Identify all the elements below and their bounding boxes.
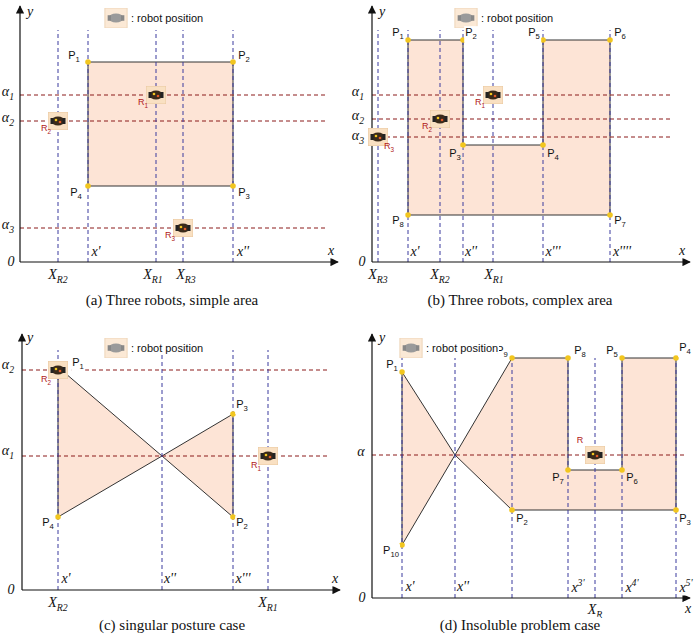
vertex-label: P2 [515,512,529,528]
axis-label: y [378,330,386,345]
axis-label: x'' [464,244,478,259]
legend-text: : robot position [480,12,554,24]
vertex-label: P4 [69,186,83,202]
axis-label: x4' [624,578,639,595]
axis-label: α [356,444,365,459]
axis-label: XR2 [47,595,68,614]
vertex-label: P3 [237,186,251,202]
panel-caption: (c) singular posture case [98,617,246,634]
robot-label: R3 [383,142,395,154]
alpha-lines [20,95,686,456]
vertex-label: P6 [625,471,639,487]
legend-text: : robot position [130,12,204,24]
axis-label: α1 [1,84,15,103]
vertex-label: P2 [464,26,478,42]
axis-label: 0 [7,254,16,269]
vertex-label: P5 [605,344,619,360]
robots [48,86,605,465]
robot-label: R1 [474,98,486,110]
vertex-label: P3 [235,398,249,414]
panel-caption: (a) Three robots, simple area [85,292,260,309]
robot-label: R2 [40,124,52,136]
robot-label: R2 [421,122,433,134]
robot-label: R1 [137,98,149,110]
axis-label: XR1 [257,595,278,614]
axis-label: 0 [358,590,367,605]
vertex-label: P5 [527,26,541,42]
legend-text: : robot position [425,342,499,354]
axis-label: α3 [351,128,365,147]
axis-label: α1 [351,84,365,103]
x-lines [58,30,676,598]
axis-label: x5' [678,578,693,595]
axis-label: x' [90,244,101,259]
vertex-label: P4 [41,516,55,532]
panel-caption: (b) Three robots, complex area [426,292,613,309]
panel-caption: (d) Insoluble problem case [439,617,601,634]
vertex-label: P10 [382,544,400,560]
axis-label: x' [409,244,420,259]
axis-label: y [26,4,34,19]
vertex-label: P4 [546,147,560,163]
axis-label: x'' [163,571,177,586]
vertex-label: P8 [391,214,405,230]
shaded-areas [58,40,676,545]
vertex-label: P4 [678,341,692,357]
axis-label: x'' [236,244,250,259]
robot-label: R1 [250,461,262,473]
vertex-label: P7 [551,471,565,487]
vertex-label: P3 [678,512,692,528]
vertex-label: P3 [448,147,462,163]
legend-text: : robot position [130,342,204,354]
vertex-label: P2 [235,516,249,532]
axes [20,6,690,598]
vertex-label: P1 [71,356,85,372]
robot-label: R3 [164,231,176,243]
axis-label: α1 [1,443,15,462]
axis-label: XR2 [429,267,450,286]
axis-label: α3 [1,217,15,236]
axis-label: x'''' [612,244,632,259]
axis-label: x''' [234,571,251,586]
axis-label: XR3 [367,267,388,286]
vertex-label: P2 [237,49,251,65]
axis-label: y [26,330,34,345]
vertex-dots [55,37,679,548]
vertex-label: P1 [67,49,81,65]
axis-label: x' [404,579,415,594]
robot-label: R2 [40,375,52,387]
vertex-label: P7 [613,214,627,230]
axis-label: XR1 [142,267,163,286]
axis-label: α2 [1,357,15,376]
axis-label: α2 [351,108,365,127]
axis-label: XR3 [175,267,196,286]
axis-label: x''' [544,244,561,259]
axis-label: x [684,601,692,616]
axis-label: x [678,243,686,258]
axis-label: x [327,243,335,258]
axis-label: x [331,571,339,586]
robot-label: R [576,436,585,446]
axis-label: 0 [358,254,367,269]
vertex-label: P1 [385,358,399,374]
vertex-label: P8 [573,344,587,360]
vertex-label: P1 [391,26,405,42]
axis-label: XR1 [483,267,504,286]
axis-label: x' [60,571,71,586]
axis-label: 0 [7,582,16,597]
axis-label: α2 [1,110,15,129]
axis-label: x'' [456,579,470,594]
vertex-label: P6 [613,26,627,42]
axis-label: x3' [570,578,585,595]
axis-label: XR2 [47,267,68,286]
axis-label: y [378,4,386,19]
